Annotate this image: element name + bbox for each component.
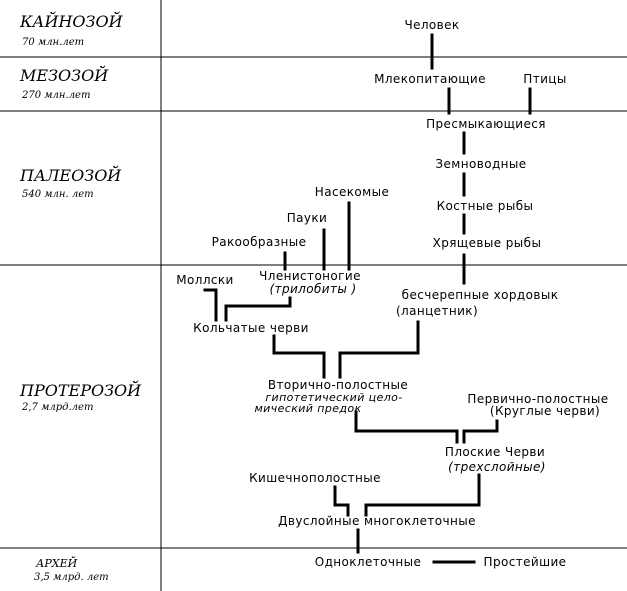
node-birds: Птицы <box>523 72 567 86</box>
node-mammals: Млекопитающие <box>374 72 486 86</box>
era-age-archean: 3,5 млрд. лет <box>34 572 109 583</box>
node-mollusks: Моллски <box>176 273 234 287</box>
link-diploblastic-cnidarians <box>333 485 350 517</box>
era-name-cenozoic: КАЙНОЗОЙ <box>20 12 123 31</box>
era-name-proterozoic: ПРОТЕРОЗОЙ <box>20 381 142 400</box>
connectors <box>203 33 532 564</box>
era-age-cenozoic: 70 млн.лет <box>22 37 85 48</box>
node-diploblastic: Двуслойные многоклеточные <box>278 514 476 528</box>
era-name-paleozoic: ПАЛЕОЗОЙ <box>20 166 122 185</box>
node-roundworms-line2: (Круглые черви) <box>489 404 601 418</box>
node-trilobites: (трилобиты ) <box>269 282 357 296</box>
node-lancelet-line2: (ланцетник) <box>395 304 479 318</box>
node-bony-fish: Костные рыбы <box>436 199 534 213</box>
link-annelids-mollusks <box>203 288 218 322</box>
era-age-proterozoic: 2,7 млрд.лет <box>22 402 94 413</box>
link-annelids-arthropods <box>224 296 292 322</box>
node-insects: Насекомые <box>314 185 390 199</box>
node-roundworms-line1: Первично-полостные <box>467 392 609 406</box>
link-flatworms-roundworms <box>462 419 499 444</box>
era-age-mesozoic: 270 млн.лет <box>22 90 91 101</box>
node-cnidarians: Кишечнополостные <box>249 471 381 485</box>
node-reptiles: Пресмыкающиеся <box>426 117 546 131</box>
node-cartilaginous-fish: Хрящевые рыбы <box>432 236 542 250</box>
node-coelomates: Вторично-полостные <box>267 378 409 392</box>
node-triploblastic: (трехслойные) <box>448 460 546 474</box>
node-human: Человек <box>404 18 460 32</box>
node-unicellular: Одноклеточные <box>314 555 422 569</box>
era-age-paleozoic: 540 млн. лет <box>22 189 94 200</box>
link-coelomates-annelids <box>272 334 326 379</box>
link-flatworms-coelomates <box>354 410 459 444</box>
node-spiders: Пауки <box>286 211 328 225</box>
era-name-mesozoic: МЕЗОЗОЙ <box>20 66 109 85</box>
node-amphibians: Земноводные <box>435 157 527 171</box>
node-ancestor-line1: гипотетический цело- <box>265 391 403 404</box>
node-annelids: Кольчатые черви <box>193 321 309 335</box>
node-flatworms: Плоские Черви <box>444 445 546 459</box>
link-diploblastic-flatworms <box>364 473 481 517</box>
node-lancelet-line1: бесчерепные хордовык <box>401 288 559 302</box>
link-coelomates-chordates <box>338 320 420 379</box>
node-protozoa: Простейшие <box>483 555 567 569</box>
node-crustaceans: Ракообразные <box>211 235 307 249</box>
node-arthropods: Членистоногие <box>259 269 361 283</box>
node-ancestor-line2: мический предок <box>254 402 362 415</box>
era-name-archean: АРХЕЙ <box>36 557 78 570</box>
